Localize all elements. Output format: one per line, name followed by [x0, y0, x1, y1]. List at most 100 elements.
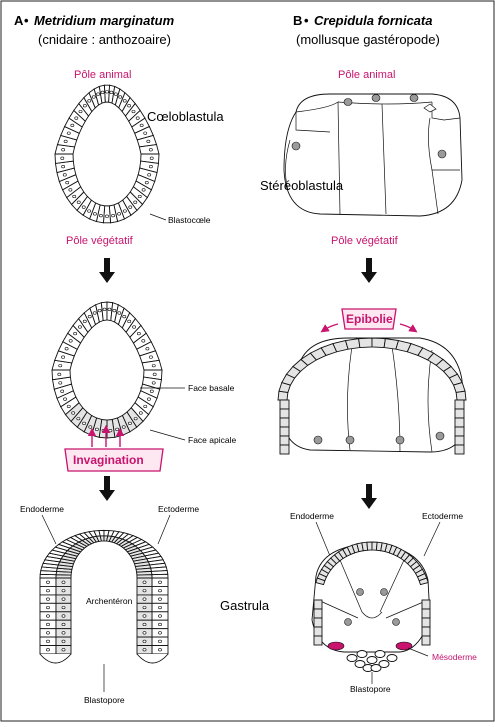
panel-a-letter: A — [14, 13, 24, 28]
nucleus — [61, 648, 66, 652]
nucleus — [142, 605, 147, 610]
nucleus — [158, 614, 162, 618]
nucleus — [158, 631, 162, 635]
nucleus — [76, 200, 81, 204]
nucleus — [111, 214, 116, 218]
cell — [454, 408, 465, 419]
nucleus — [65, 181, 70, 185]
nucleus — [61, 614, 66, 618]
cell — [421, 617, 431, 628]
nucleus — [142, 639, 147, 643]
nucleus — [61, 589, 66, 593]
nucleus — [158, 648, 162, 652]
nucleus — [74, 116, 79, 120]
nucleus — [107, 307, 112, 311]
cell — [374, 650, 386, 658]
down-arrow-icon — [99, 476, 115, 501]
mesoderme-label: Mésoderme — [432, 652, 477, 662]
nucleus — [146, 139, 151, 143]
cell — [99, 535, 105, 542]
nucleus — [142, 631, 147, 635]
cell — [313, 608, 323, 619]
nucleus — [66, 131, 71, 135]
down-arrow-icon — [99, 258, 115, 283]
epiboly-diagram — [277, 337, 467, 455]
nucleus — [148, 148, 153, 152]
nucleus — [94, 427, 99, 432]
nucleus — [46, 597, 50, 601]
panel-b-species: Crepidula fornicata — [314, 13, 432, 28]
nucleus — [142, 614, 147, 618]
nucleus — [58, 364, 63, 368]
invagination-arrows — [87, 424, 125, 447]
nucleus — [131, 109, 136, 114]
nucleus — [127, 104, 132, 108]
nucleus — [133, 417, 138, 421]
panel-b-ectoderme-leader — [423, 521, 441, 557]
coeloblastula-diagram — [54, 84, 160, 224]
cell — [366, 541, 373, 551]
nucleus — [147, 173, 152, 177]
panel-b-ectoderme-label: Ectoderme — [422, 511, 463, 521]
nucleus — [158, 639, 162, 643]
down-arrow-icon — [361, 258, 377, 283]
nucleus — [117, 212, 121, 216]
nucleus — [136, 331, 141, 336]
panel-b-pole-vegetatif: Pôle végétatif — [331, 235, 399, 247]
nucleus — [77, 325, 82, 329]
nucleus — [61, 580, 66, 584]
nucleus — [145, 347, 150, 351]
panel-a-ectoderme-leader — [157, 514, 171, 545]
nucleus — [60, 389, 65, 393]
panel-a-pole-vegetatif: Pôle végétatif — [66, 235, 134, 247]
nucleus — [96, 92, 101, 96]
nucleus — [158, 622, 162, 627]
face-basale-label: Face basale — [188, 383, 235, 393]
nucleus — [76, 417, 81, 421]
cell — [356, 650, 368, 658]
panel-b-blastopore-label: Blastopore — [350, 684, 391, 694]
nucleus — [46, 589, 50, 593]
panel-a-endoderme-label: Endoderme — [20, 504, 64, 514]
nucleus — [61, 631, 66, 635]
nucleus — [61, 639, 66, 643]
nucleus — [149, 156, 154, 160]
nucleus — [118, 95, 123, 99]
panel-a-group: (cnidaire : anthozoaire) — [38, 32, 171, 47]
nucleus — [144, 181, 149, 185]
cell — [279, 435, 290, 446]
cell — [386, 654, 398, 662]
nucleus — [158, 580, 162, 584]
mesoderme-leader — [407, 647, 429, 657]
nucleus — [102, 307, 107, 311]
panel-b-endoderme-leader — [315, 521, 331, 557]
nucleus — [87, 315, 92, 319]
blastopore-lip — [39, 653, 72, 664]
nucleus — [117, 311, 122, 315]
nucleus — [87, 209, 92, 213]
nucleus — [60, 156, 65, 160]
nucleus — [82, 421, 86, 425]
nucleus — [61, 355, 65, 359]
cell — [346, 654, 358, 662]
nucleus — [105, 214, 109, 218]
nucleus — [142, 580, 147, 584]
cell — [354, 660, 366, 668]
nucleus — [46, 631, 50, 635]
nucleus — [61, 622, 66, 627]
cell — [454, 444, 465, 455]
cell — [313, 635, 323, 646]
nucleus — [68, 339, 73, 343]
cell — [279, 444, 290, 455]
nucleus — [127, 319, 132, 323]
nucleus — [88, 425, 93, 429]
cell — [279, 399, 290, 410]
nucleus — [46, 580, 50, 584]
nucleus — [61, 165, 66, 169]
panel-a-bullet: • — [24, 13, 29, 28]
nucleus — [72, 194, 77, 199]
nucleus — [105, 90, 109, 94]
panel-a-pole-animal: Pôle animal — [74, 69, 131, 81]
